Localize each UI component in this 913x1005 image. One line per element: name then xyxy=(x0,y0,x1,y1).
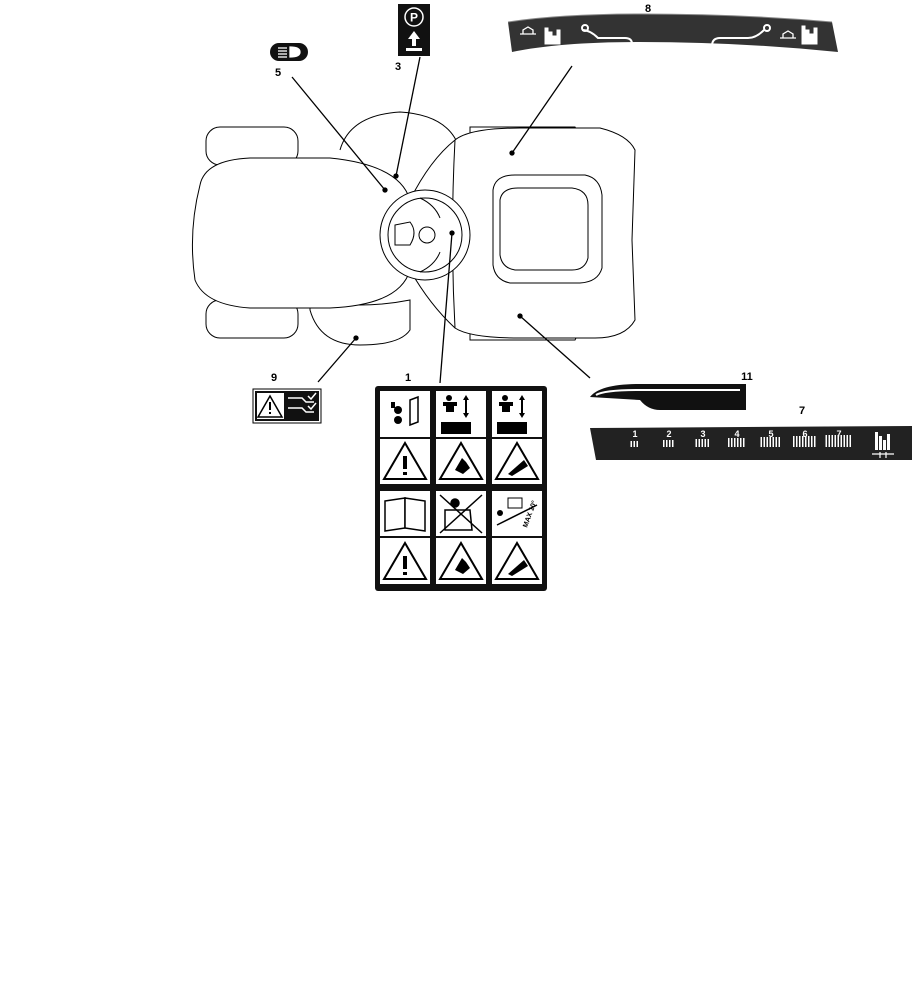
blade-hazard-icon-1 xyxy=(438,441,484,480)
decal-3-parking-brake: P xyxy=(398,4,430,56)
hood xyxy=(191,157,411,309)
height-position-bar xyxy=(793,436,795,447)
deck-lift-lever-icon-2 xyxy=(711,24,771,47)
seat-cushion xyxy=(499,187,589,271)
warning-triangle-icon-1 xyxy=(382,441,428,480)
ignition-key-icon xyxy=(391,395,419,427)
callout-1: 1 xyxy=(405,372,411,384)
callout-3: 3 xyxy=(395,61,401,73)
height-position-bar xyxy=(698,439,700,447)
height-position-bar xyxy=(707,439,709,447)
height-position-bar xyxy=(825,435,827,447)
height-position-bar xyxy=(633,441,635,447)
height-position-bar xyxy=(811,436,813,447)
height-position-bar xyxy=(805,436,807,447)
height-position-bar xyxy=(728,438,730,447)
decal-8-deck-lift xyxy=(507,13,838,52)
height-position-bar xyxy=(731,438,733,447)
height-position-bar xyxy=(669,440,671,447)
callout-11: 11 xyxy=(741,371,753,383)
height-position-bar xyxy=(837,435,839,447)
height-position-bar xyxy=(834,435,836,447)
cutting-height-icon xyxy=(520,26,561,45)
height-position-bar xyxy=(778,437,780,447)
steering-spoke-lower xyxy=(419,251,441,273)
callout-8: 8 xyxy=(645,3,651,15)
height-position-bar xyxy=(636,441,638,447)
height-position-bar xyxy=(737,438,739,447)
height-position-bar xyxy=(743,438,745,447)
height-position-bar xyxy=(843,435,845,447)
height-position-bar xyxy=(704,439,706,447)
height-position-bar xyxy=(808,436,810,447)
height-position-bar xyxy=(775,437,777,447)
lift-handle-icon xyxy=(288,392,317,413)
decal-7-cutting-height: 1 2 3 4 5 6 7 xyxy=(590,426,912,460)
decal-5-headlight xyxy=(270,43,308,61)
height-position-bar xyxy=(763,437,765,447)
deck-lift-lever-icon xyxy=(581,24,633,45)
height-positions: 1 2 3 4 5 6 7 xyxy=(630,429,851,447)
deck-discharge-top xyxy=(339,111,461,151)
height-position-bar xyxy=(772,437,774,447)
height-position-bar xyxy=(760,437,762,447)
leader-lines xyxy=(291,56,591,384)
tractor-top-view xyxy=(191,111,636,346)
parking-brake-icon xyxy=(404,7,424,27)
rollover-hazard-icon-1 xyxy=(494,441,540,480)
decal-1-safety-panel: MAX 10° xyxy=(375,386,547,591)
height-position-bar xyxy=(769,437,771,447)
operator-icon xyxy=(441,395,471,434)
height-position-label: 5 xyxy=(768,429,773,439)
height-position-bar xyxy=(802,436,804,447)
height-position-bar xyxy=(828,435,830,447)
steering-spoke xyxy=(394,221,415,246)
height-position-bar xyxy=(672,440,674,447)
steering-spoke-upper xyxy=(419,197,441,219)
height-position-bar xyxy=(840,435,842,447)
cutting-height-icon-2 xyxy=(780,25,818,45)
height-position-label: 2 xyxy=(666,429,671,439)
height-position-bar xyxy=(666,440,668,447)
operator-icon-2 xyxy=(497,395,527,434)
height-position-bar xyxy=(766,437,768,447)
height-position-bar xyxy=(695,439,697,447)
height-position-bar xyxy=(630,441,632,447)
rollover-hazard-icon-2 xyxy=(494,541,540,580)
parking-brake-symbol: P xyxy=(410,11,418,25)
height-position-bar xyxy=(740,438,742,447)
height-position-label: 3 xyxy=(700,429,705,439)
callout-5: 5 xyxy=(275,67,281,79)
operator-manual-icon xyxy=(384,497,426,532)
height-position-bar xyxy=(831,435,833,447)
warning-triangle-icon xyxy=(256,394,284,418)
height-position-bar xyxy=(799,436,801,447)
warning-triangle-icon-2 xyxy=(382,541,428,580)
callout-7: 7 xyxy=(799,405,805,417)
height-position-label: 7 xyxy=(836,429,841,439)
headlight-icon xyxy=(278,46,301,58)
decal-9-warning xyxy=(252,388,322,424)
arrow-up-icon xyxy=(406,31,422,51)
height-position-bar xyxy=(734,438,736,447)
height-position-label: 1 xyxy=(632,429,637,439)
cell-1-top xyxy=(380,391,430,437)
no-passengers-icon xyxy=(439,494,483,534)
decal-11-stripe xyxy=(590,384,746,410)
cutting-height-icon-3 xyxy=(872,432,894,458)
height-position-label: 6 xyxy=(802,429,807,439)
height-position-bar xyxy=(796,436,798,447)
height-position-label: 4 xyxy=(734,429,739,439)
blade-hazard-icon-2 xyxy=(438,541,484,580)
steering-hub xyxy=(418,226,436,244)
height-position-bar xyxy=(846,435,848,447)
height-position-bar xyxy=(663,440,665,447)
height-position-bar xyxy=(701,439,703,447)
height-position-bar xyxy=(814,436,816,447)
height-position-bar xyxy=(849,435,851,447)
callout-9: 9 xyxy=(271,372,277,384)
